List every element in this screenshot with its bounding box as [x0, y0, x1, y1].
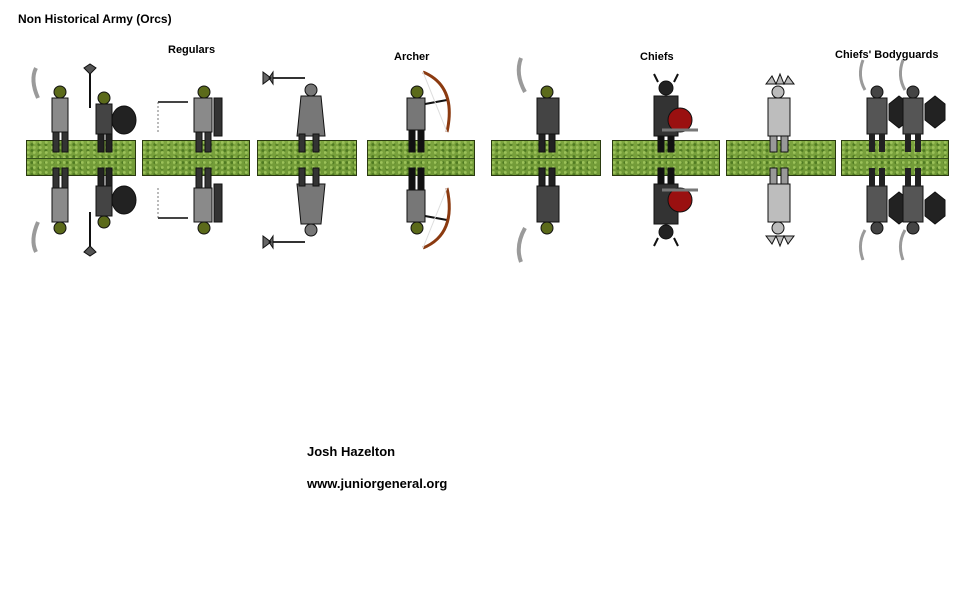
orc-figure-chief-spiked — [765, 72, 795, 248]
unit-regulars-3 — [257, 48, 357, 268]
grass-base — [491, 140, 601, 176]
unit-chiefs-1 — [612, 48, 720, 268]
label-archer: Archer — [394, 51, 430, 63]
orc-figure-bodyguards — [858, 59, 946, 261]
grass-base — [612, 140, 720, 176]
website-credit: www.juniorgeneral.org — [307, 476, 448, 491]
label-chiefs: Chiefs — [640, 51, 674, 63]
orc-figure-pair — [31, 63, 137, 257]
unit-archer — [367, 48, 475, 268]
unit-regulars-1 — [26, 48, 137, 268]
orc-figure-axe — [262, 70, 326, 250]
orc-figure-chief-horned — [653, 73, 698, 247]
grass-base — [257, 140, 357, 176]
label-bodyguards: Chiefs' Bodyguards — [835, 49, 939, 61]
orc-figure-archer — [406, 70, 451, 250]
author-credit: Josh Hazelton — [307, 444, 396, 459]
orc-figure-flail — [157, 85, 223, 235]
label-regulars: Regulars — [168, 44, 216, 56]
unit-archer-2 — [491, 48, 601, 268]
unit-regulars-2 — [142, 48, 250, 268]
page-title: Non Historical Army (Orcs) — [18, 12, 172, 26]
unit-chiefs-2 — [726, 48, 836, 268]
grass-base — [26, 140, 136, 176]
unit-bodyguards — [841, 48, 949, 268]
orc-figure-sword — [516, 57, 560, 263]
grass-base — [841, 140, 949, 176]
